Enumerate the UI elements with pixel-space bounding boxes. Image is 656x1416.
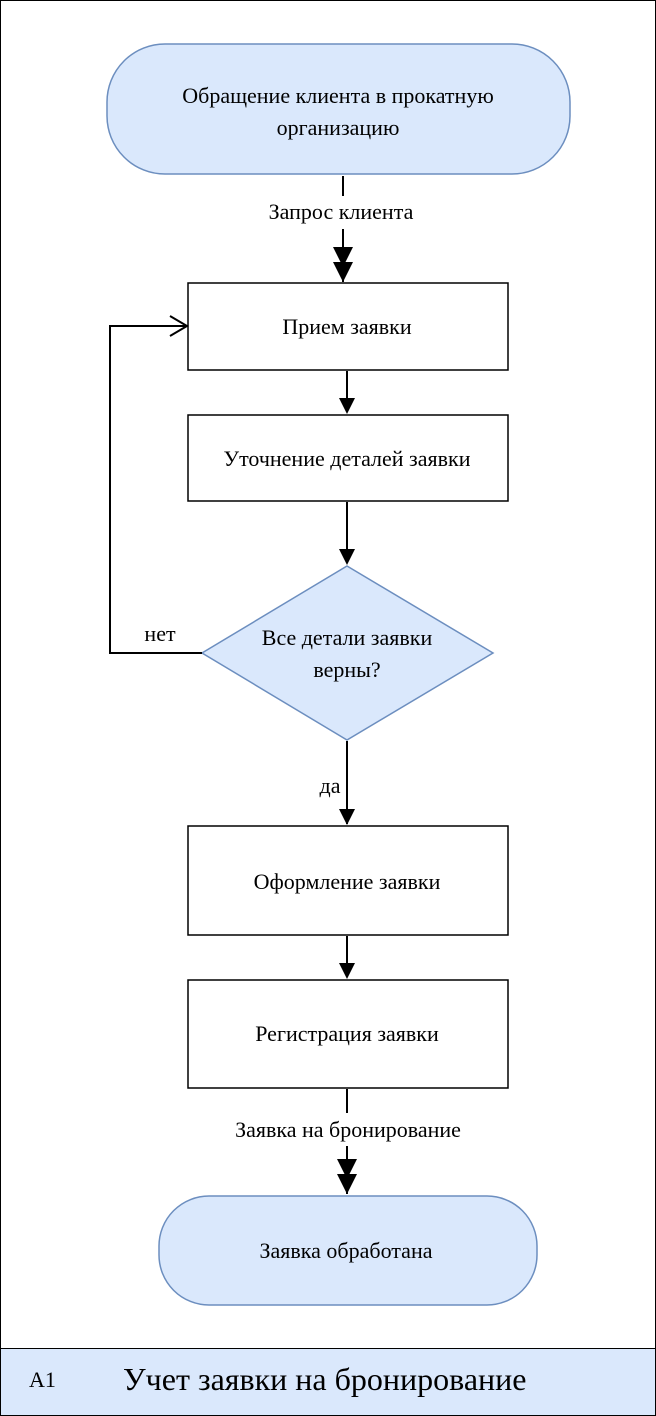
- flowchart: Обращение клиента в прокатную организаци…: [106, 43, 571, 1306]
- end-label: Заявка обработана: [260, 1238, 433, 1263]
- receive-label: Прием заявки: [282, 314, 411, 339]
- process-register-request: Регистрация заявки: [187, 979, 509, 1089]
- register-label: Регистрация заявки: [255, 1021, 439, 1046]
- formalize-label: Оформление заявки: [254, 869, 441, 894]
- edge-client-request: Запрос клиента: [269, 176, 414, 282]
- edge-label-no: нет: [144, 621, 176, 646]
- edge-clarify-to-decision: [339, 502, 355, 565]
- edge-label-client-request: Запрос клиента: [269, 199, 414, 224]
- edge-no-loop: нет: [109, 315, 202, 654]
- edge-receive-to-clarify: [339, 371, 355, 414]
- edge-yes: да: [320, 741, 355, 825]
- process-clarify-details: Уточнение деталей заявки: [187, 414, 509, 502]
- diagram-footer: A1 Учет заявки на бронирование: [0, 1348, 656, 1416]
- footer-code: A1: [29, 1367, 56, 1392]
- edge-label-yes: да: [320, 773, 341, 798]
- clarify-label: Уточнение деталей заявки: [224, 446, 471, 471]
- end-terminator: Заявка обработана: [158, 1195, 538, 1306]
- start-label-line2: организацию: [277, 115, 400, 140]
- decision-details-correct: Все детали заявки верны?: [200, 565, 495, 741]
- start-label-line1: Обращение клиента в прокатную: [182, 83, 494, 108]
- decision-label-line2: верны?: [313, 657, 380, 682]
- start-terminator: Обращение клиента в прокатную организаци…: [106, 43, 571, 175]
- process-formalize-request: Оформление заявки: [187, 825, 509, 936]
- process-receive-request: Прием заявки: [187, 282, 509, 371]
- edge-booking-request: Заявка на бронирование: [235, 1089, 461, 1194]
- edge-formalize-to-register: [339, 936, 355, 979]
- decision-label-line1: Все детали заявки: [262, 625, 433, 650]
- edge-label-booking-request: Заявка на бронирование: [235, 1117, 461, 1142]
- footer-title: Учет заявки на бронирование: [123, 1361, 527, 1397]
